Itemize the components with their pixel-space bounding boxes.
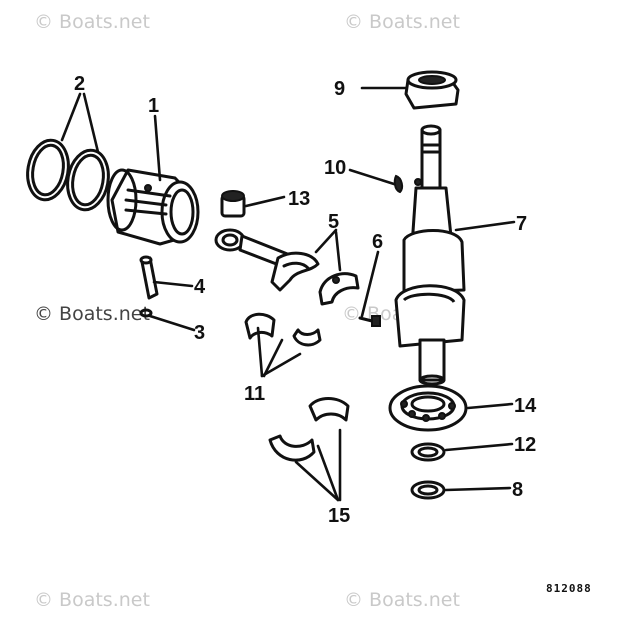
bearing-retaining-ring (410, 480, 446, 500)
connecting-rod-cap (318, 272, 360, 306)
callout-11: 11 (244, 383, 265, 405)
drawing-number: 812088 (546, 582, 592, 595)
callout-2: 2 (74, 73, 85, 95)
needle-bearing (220, 190, 246, 218)
watermark-bottom-right: © Boats.net (344, 589, 460, 611)
callout-4: 4 (194, 276, 206, 298)
leader-lines (60, 86, 516, 502)
callout-14: 14 (514, 395, 537, 417)
callout-1: 1 (148, 95, 159, 117)
watermark-bottom-left: © Boats.net (34, 589, 150, 611)
piston (106, 168, 200, 246)
rod-cap-screw (358, 315, 381, 327)
callout-9: 9 (334, 78, 345, 100)
connecting-rod (214, 228, 320, 292)
callout-15: 15 (328, 505, 350, 527)
rod-bearing-halves (244, 312, 322, 347)
callout-5: 5 (328, 211, 339, 233)
callout-7: 7 (516, 213, 527, 235)
callout-13: 13 (288, 188, 310, 210)
watermark-top-left: © Boats.net (34, 11, 150, 33)
callout-6: 6 (372, 231, 383, 253)
callout-10: 10 (324, 157, 346, 179)
crankshaft-upper-bearing (404, 70, 460, 110)
watermark-top-right: © Boats.net (344, 11, 460, 33)
retaining-ring (139, 308, 153, 318)
crankshaft (394, 124, 466, 386)
wrist-pin (139, 255, 159, 300)
watermark-middle-left: © Boats.net (34, 303, 150, 325)
callout-8: 8 (512, 479, 523, 501)
callout-3: 3 (194, 322, 205, 344)
woodruff-key (393, 174, 404, 194)
callout-12: 12 (514, 434, 536, 456)
lower-ball-bearing (388, 384, 468, 432)
piston-rings (26, 138, 110, 212)
main-bearing-halves (268, 397, 350, 462)
thrust-washer (410, 442, 446, 462)
